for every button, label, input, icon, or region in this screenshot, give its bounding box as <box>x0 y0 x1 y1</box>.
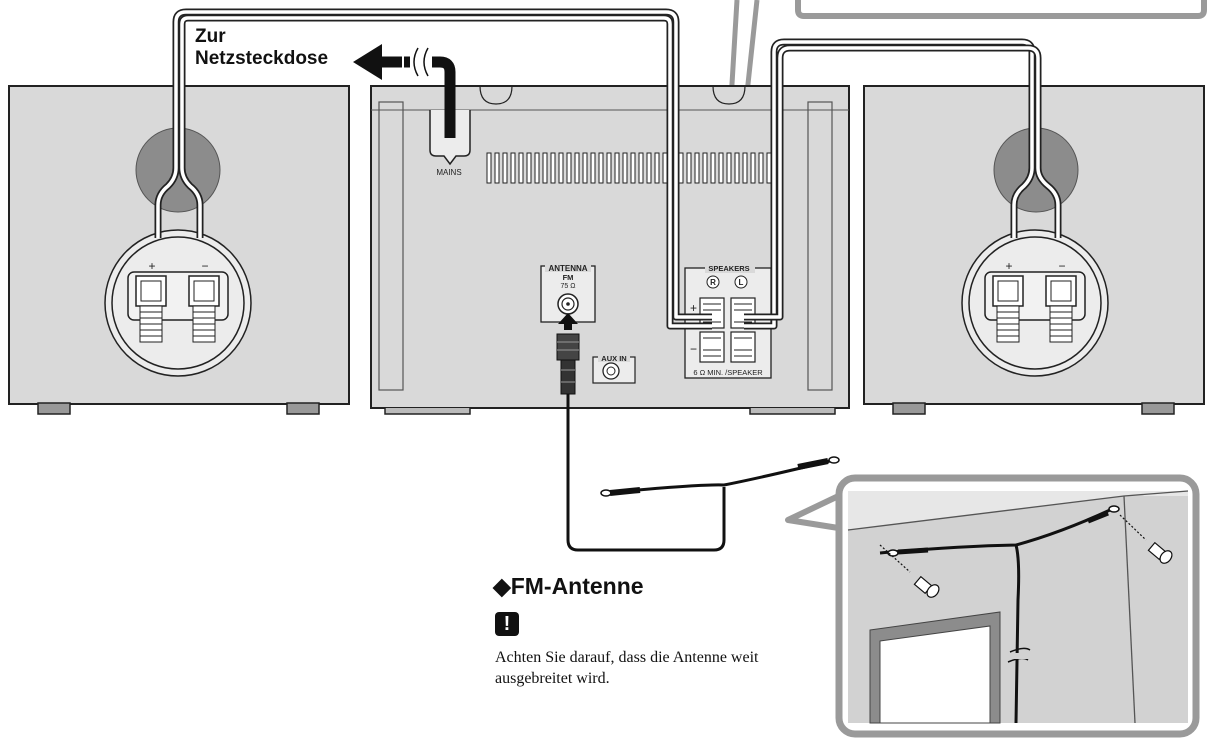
power-cord <box>353 44 456 138</box>
terminal-plus-label: + <box>148 259 155 273</box>
channel-left-label: L <box>739 278 744 287</box>
warning-icon: ! <box>495 612 519 636</box>
aux-in-block: AUX IN <box>592 352 636 384</box>
antenna-title: ANTENNA <box>548 264 587 273</box>
right-speaker: + − <box>863 85 1205 415</box>
mounting-pin-left <box>879 544 940 598</box>
aux-in-label: AUX IN <box>601 354 626 363</box>
fm-antenna-title: ◆FM-Antenne <box>493 573 644 600</box>
antenna-band: FM <box>563 273 574 282</box>
terminal-minus-label: − <box>1058 259 1065 273</box>
speakers-spec: 6 Ω MIN. /SPEAKER <box>693 368 763 377</box>
speaker-cable-right <box>744 38 1062 330</box>
terminal-plus-label: + <box>1005 259 1012 273</box>
antenna-impedance: 75 Ω <box>561 283 576 290</box>
installation-inset <box>785 474 1200 738</box>
vent-slots <box>486 152 780 184</box>
channel-right-label: R <box>710 278 716 287</box>
antenna-note: Achten Sie darauf, dass die Antenne weit… <box>495 649 759 687</box>
fm-antenna-title-text: FM-Antenne <box>510 573 644 599</box>
mains-panel-label: MAINS <box>436 168 461 177</box>
fm-antenna-wire <box>566 394 840 552</box>
mains-destination-label: Zur Netzsteckdose <box>195 26 328 70</box>
mains-arrow <box>353 44 382 80</box>
speaker-cable-left <box>154 8 712 330</box>
speakers-plus-label: + <box>690 301 697 315</box>
terminal-minus-label: − <box>201 259 208 273</box>
mounting-pin-right <box>1119 514 1173 564</box>
mains-line-2: Netzsteckdose <box>195 48 329 69</box>
speakers-minus-label: − <box>690 342 697 356</box>
speakers-title: SPEAKERS <box>708 264 749 273</box>
fm-antenna-plug <box>556 313 580 395</box>
diamond-bullet-icon: ◆ <box>493 573 511 599</box>
picture-frame <box>869 611 1001 724</box>
mains-line-1: Zur <box>195 26 226 47</box>
